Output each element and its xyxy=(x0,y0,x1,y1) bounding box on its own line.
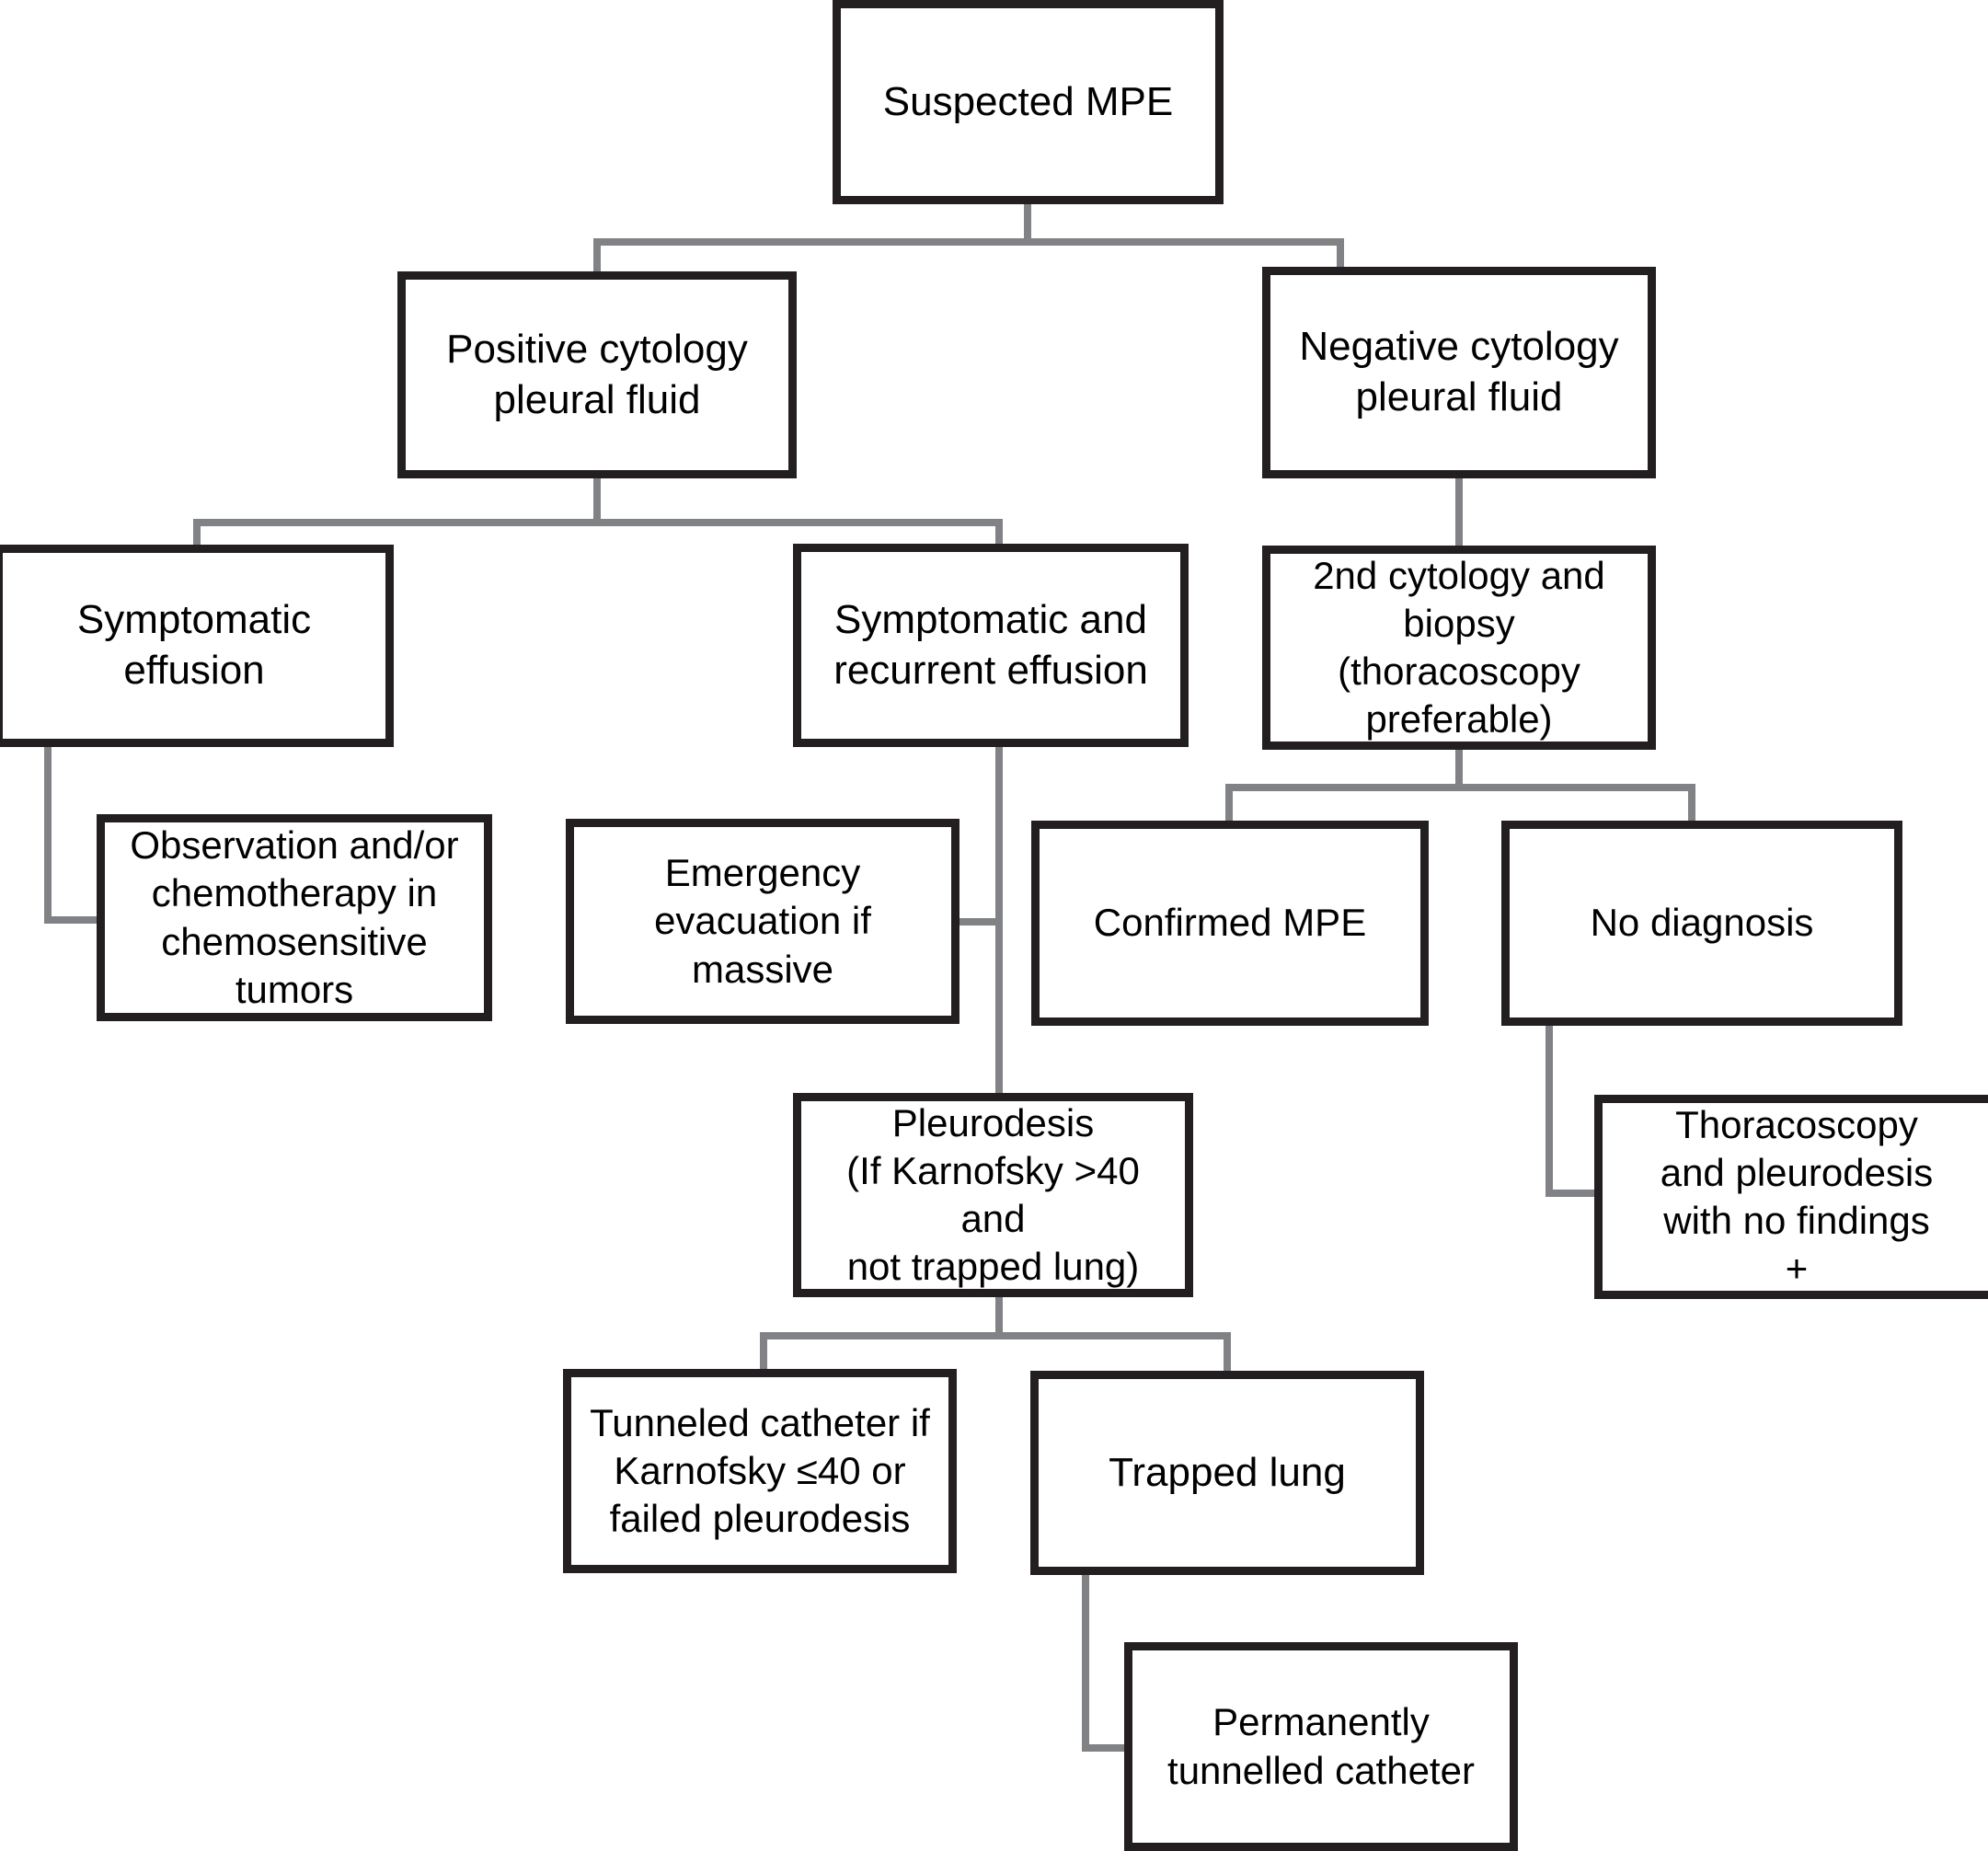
node-label-no-diagnosis: No diagnosis xyxy=(1590,901,1814,945)
node-label-thoracoscopy-pleurodesis: Thoracoscopy and pleurodesis with no fin… xyxy=(1660,1102,1934,1291)
connector-positive-bar xyxy=(193,519,1003,526)
connector-pleurodesis-to-tunneled xyxy=(760,1332,767,1371)
node-emergency-evacuation[interactable]: Emergency evacuation if massive xyxy=(566,819,960,1024)
node-thoracoscopy-pleurodesis[interactable]: Thoracoscopy and pleurodesis with no fin… xyxy=(1594,1095,1988,1299)
connector-second-to-confirmed xyxy=(1225,784,1233,822)
connector-positive-to-recurrent xyxy=(995,519,1003,547)
node-label-permanently-tunnelled-catheter: Permanently tunnelled catheter xyxy=(1167,1700,1475,1792)
connector-mpe-stem xyxy=(1024,204,1031,246)
connector-positive-stem xyxy=(593,478,601,523)
node-pleurodesis[interactable]: Pleurodesis (If Karnofsky >40 and not tr… xyxy=(793,1093,1193,1297)
connector-symptomatic-right xyxy=(44,916,101,924)
node-label-trapped-lung: Trapped lung xyxy=(1109,1449,1346,1495)
node-no-diagnosis[interactable]: No diagnosis xyxy=(1501,821,1902,1026)
node-observation-chemotherapy[interactable]: Observation and/or chemotherapy in chemo… xyxy=(97,814,492,1021)
node-label-negative-cytology: Negative cytology pleural fluid xyxy=(1299,324,1619,420)
connector-nodiag-down xyxy=(1546,1026,1553,1197)
connector-recurrent-down xyxy=(995,747,1003,1097)
connector-mpe-bar xyxy=(593,238,1344,246)
connector-second-stem xyxy=(1455,750,1463,788)
node-negative-cytology[interactable]: Negative cytology pleural fluid xyxy=(1262,267,1656,478)
connector-pleurodesis-bar xyxy=(760,1332,1231,1339)
node-symptomatic-recurrent-effusion[interactable]: Symptomatic and recurrent effusion xyxy=(793,544,1189,747)
node-label-observation-chemotherapy: Observation and/or chemotherapy in chemo… xyxy=(130,823,459,1011)
node-label-tunneled-catheter: Tunneled catheter if Karnofsky ≤40 or fa… xyxy=(590,1400,930,1541)
node-label-symptomatic-effusion: Symptomatic effusion xyxy=(76,597,312,693)
node-label-positive-cytology: Positive cytology pleural fluid xyxy=(446,326,748,422)
node-label-pleurodesis: Pleurodesis (If Karnofsky >40 and not tr… xyxy=(846,1100,1140,1289)
node-symptomatic-effusion[interactable]: Symptomatic effusion xyxy=(0,545,394,747)
connector-nodiag-right xyxy=(1546,1190,1599,1197)
node-label-suspected-mpe: Suspected MPE xyxy=(882,78,1174,124)
connector-positive-to-symptomatic xyxy=(193,519,201,548)
connector-emergency-right xyxy=(958,918,999,926)
connector-mpe-to-negative xyxy=(1337,238,1344,270)
node-label-symptomatic-recurrent-effusion: Symptomatic and recurrent effusion xyxy=(833,596,1148,693)
connector-trapped-down xyxy=(1082,1575,1089,1752)
node-label-emergency-evacuation: Emergency evacuation if massive xyxy=(654,851,871,991)
node-label-second-cytology-biopsy: 2nd cytology and biopsy (thoracoscopy pr… xyxy=(1313,553,1605,742)
connector-second-to-nodiag xyxy=(1688,784,1695,822)
node-suspected-mpe[interactable]: Suspected MPE xyxy=(833,0,1224,204)
connector-second-bar xyxy=(1225,784,1695,791)
node-tunneled-catheter[interactable]: Tunneled catheter if Karnofsky ≤40 or fa… xyxy=(563,1369,957,1573)
node-trapped-lung[interactable]: Trapped lung xyxy=(1030,1371,1424,1575)
connector-pleurodesis-stem xyxy=(995,1297,1003,1336)
node-label-confirmed-mpe: Confirmed MPE xyxy=(1093,901,1367,945)
node-positive-cytology[interactable]: Positive cytology pleural fluid xyxy=(397,271,797,478)
connector-symptomatic-down xyxy=(44,747,52,924)
connector-pleurodesis-stem-in xyxy=(995,1058,1003,1097)
node-confirmed-mpe[interactable]: Confirmed MPE xyxy=(1031,821,1429,1026)
node-permanently-tunnelled-catheter[interactable]: Permanently tunnelled catheter xyxy=(1124,1642,1518,1851)
connector-mpe-to-positive xyxy=(593,238,601,275)
connector-negative-stem xyxy=(1455,478,1463,548)
node-second-cytology-biopsy[interactable]: 2nd cytology and biopsy (thoracoscopy pr… xyxy=(1262,546,1656,750)
connector-pleurodesis-to-trapped xyxy=(1224,1332,1231,1373)
connector-trapped-right xyxy=(1082,1744,1130,1752)
